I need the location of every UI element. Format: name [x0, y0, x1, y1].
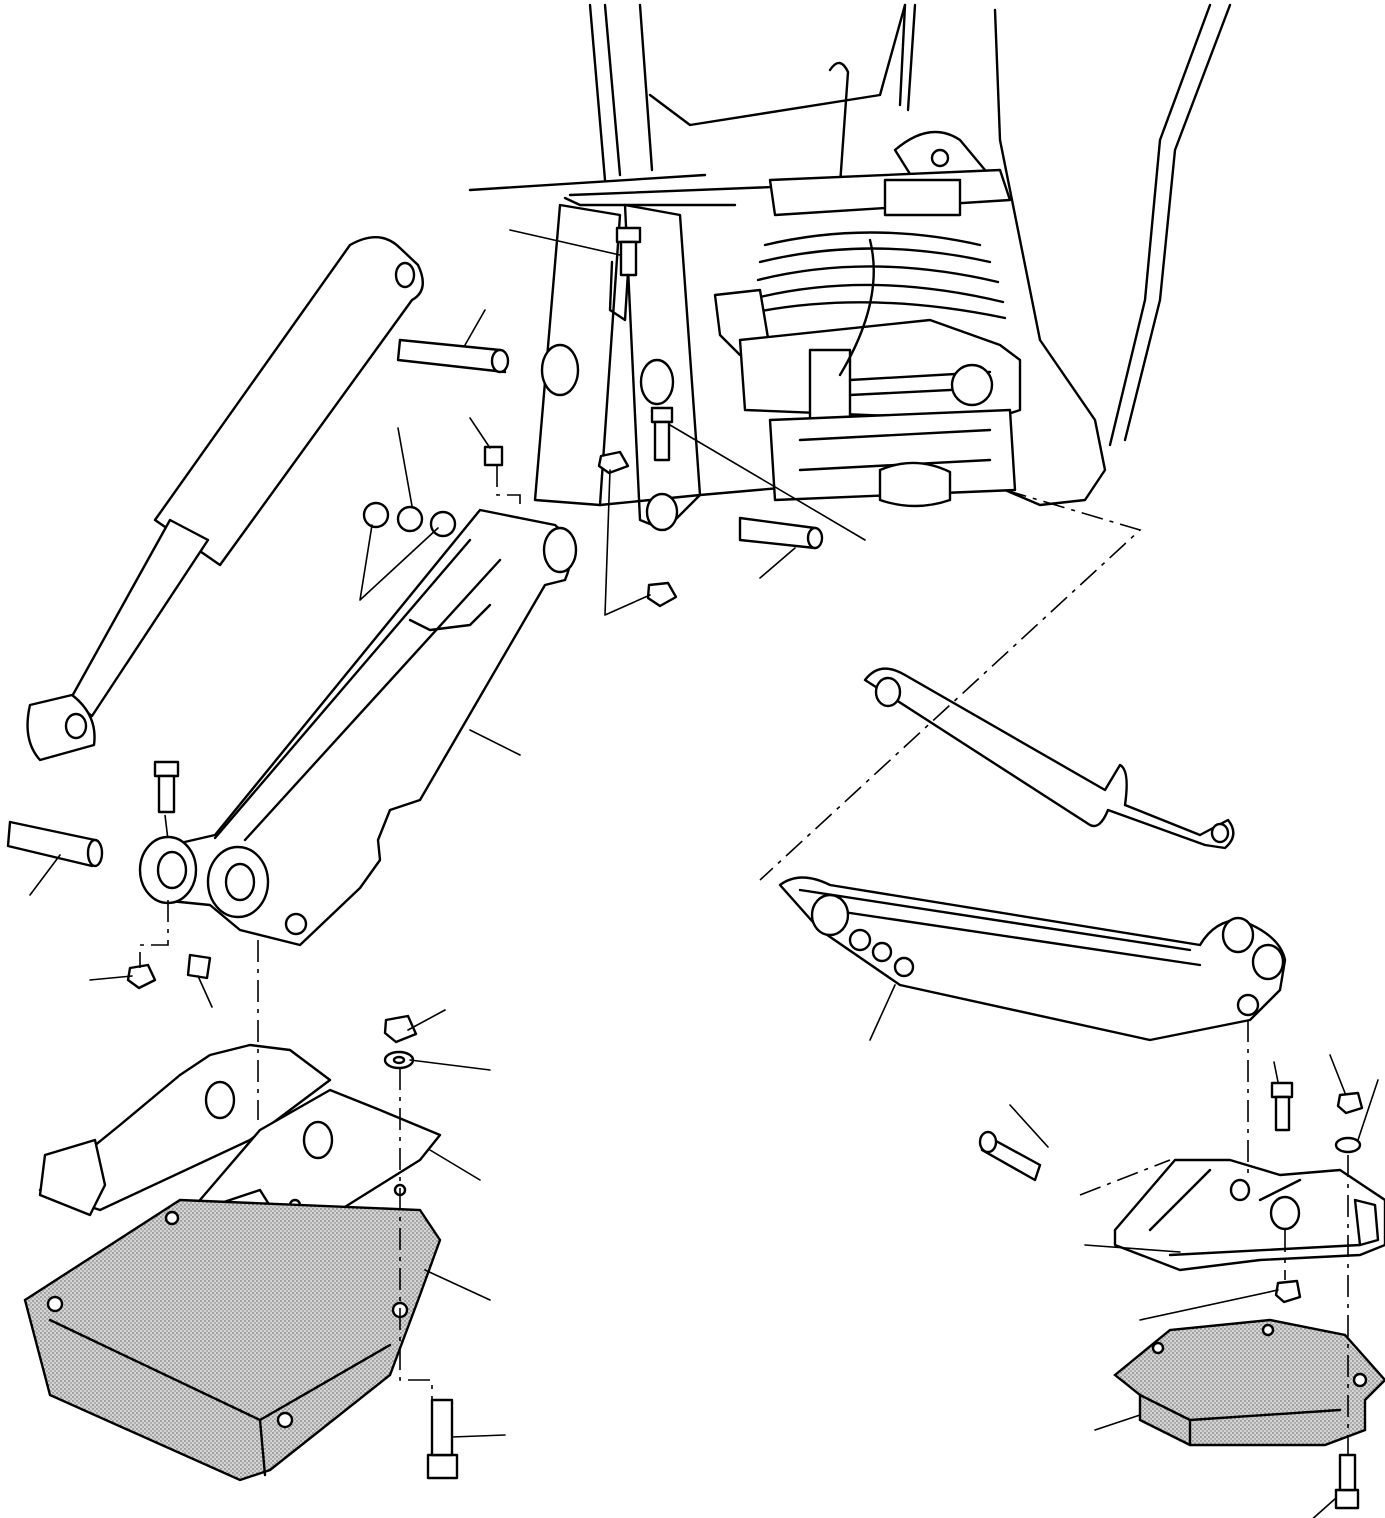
bushings: [362, 501, 457, 538]
right-mounting-bracket: [1113, 1158, 1385, 1272]
leader-lines: [29, 229, 1379, 1518]
alignment-lines: [139, 465, 1349, 1455]
left-lower-link-arm: [138, 508, 578, 947]
left-rubber-pad: [23, 1198, 442, 1482]
bolts: [153, 226, 1360, 1510]
right-lower-link-arm: [778, 876, 1287, 1042]
tractor-frame: [468, 3, 1232, 532]
pins: [6, 338, 1042, 1182]
left-hydraulic-cylinder: [26, 236, 424, 762]
right-rubber-pad: [1113, 1318, 1385, 1447]
spring-suspension-assembly: [713, 61, 1022, 508]
nuts-washers: [126, 450, 1364, 1304]
right-hydraulic-cylinder: [863, 667, 1235, 850]
